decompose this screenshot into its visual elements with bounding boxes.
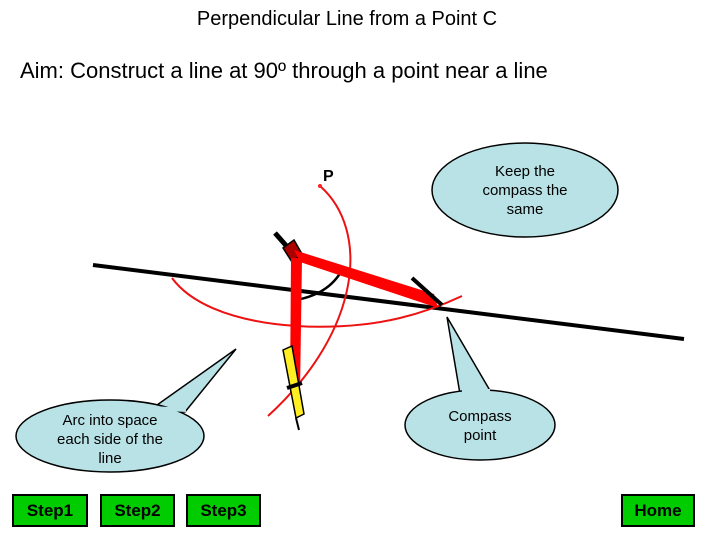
callout-keep-same-text: Keep the compass the same (482, 163, 568, 218)
step3-button[interactable]: Step3 (186, 494, 261, 527)
callout-keep-same-bubble (431, 142, 619, 238)
step2-button[interactable]: Step2 (100, 494, 175, 527)
aim-text: Aim: Construct a line at 90º through a p… (20, 58, 548, 83)
point-p-dot (318, 184, 322, 188)
construction-arc (267, 185, 352, 417)
given-line (92, 263, 685, 341)
callout-arc-into-space-bubble (15, 399, 205, 473)
callout-arc-into-space-tail (147, 348, 237, 413)
compass-needle (410, 276, 444, 307)
callout-compass-point-tail (446, 316, 494, 395)
callout-arc-into-space-text: Arc into space each side of the line (57, 412, 163, 467)
page-title: Perpendicular Line from a Point C (196, 8, 498, 30)
step1-button[interactable]: Step1 (12, 494, 88, 527)
home-button[interactable]: Home (621, 494, 695, 527)
callout-compass-point-text: Compass point (448, 408, 512, 444)
pencil (282, 344, 305, 431)
compass-arm-right (294, 250, 438, 308)
point-p-label: P (323, 168, 334, 185)
